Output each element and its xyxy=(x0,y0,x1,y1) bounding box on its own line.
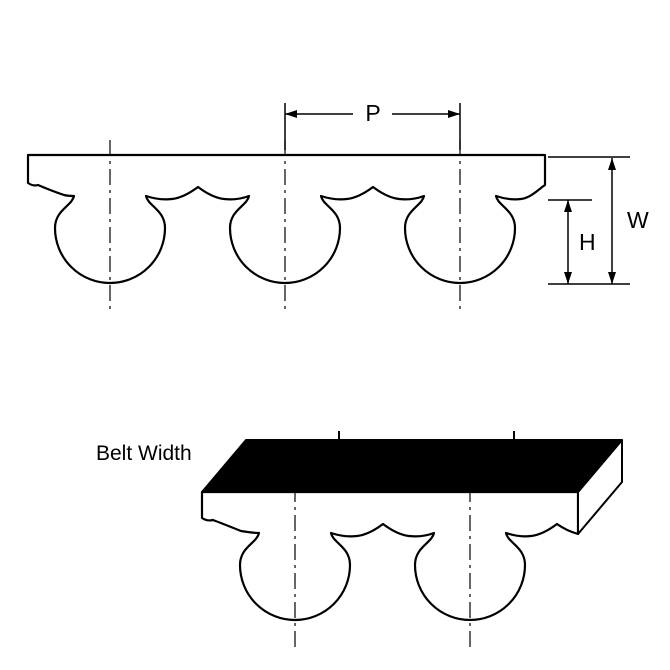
height-label: H xyxy=(579,229,596,255)
belt-width-arrow-upper-icon xyxy=(241,442,252,454)
width-arrow-down-icon xyxy=(608,272,616,284)
height-arrow-up-icon xyxy=(564,200,572,212)
isometric-view: Belt Width xyxy=(96,431,623,652)
belt-profile-outline xyxy=(26,153,547,285)
profile-view: P W H xyxy=(26,100,649,312)
width-label: W xyxy=(627,207,649,233)
belt-front-face xyxy=(200,490,580,622)
width-arrow-up-icon xyxy=(608,158,616,170)
belt-width-label: Belt Width xyxy=(96,442,192,465)
pitch-arrow-right-icon xyxy=(448,110,460,118)
pitch-label: P xyxy=(365,100,380,126)
belt-width-arrow-lower-icon xyxy=(214,476,225,488)
belt-top-face xyxy=(201,439,623,493)
pitch-arrow-left-icon xyxy=(285,110,297,118)
height-arrow-down-icon xyxy=(564,272,572,284)
